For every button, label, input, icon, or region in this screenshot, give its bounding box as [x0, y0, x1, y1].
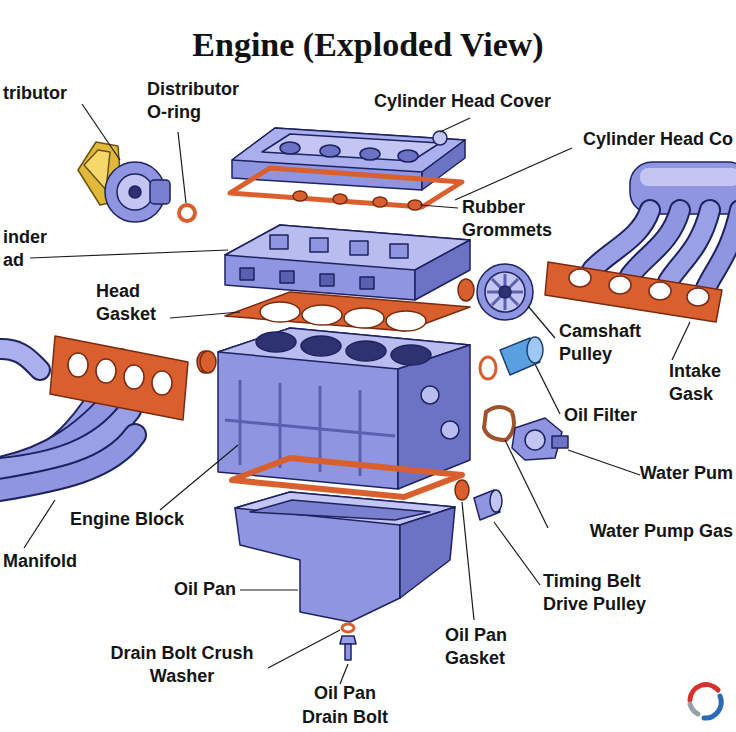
- part-label: Cylinder Head Co: [583, 128, 733, 151]
- part-label: Head Gasket: [96, 280, 166, 327]
- part-label: Oil Pan Drain Bolt: [290, 682, 400, 729]
- part-label: Rubber Grommets: [462, 196, 560, 243]
- part-label: Timing Belt Drive Pulley: [543, 570, 673, 617]
- part-label: inder ad: [3, 226, 53, 273]
- part-label: Manifold: [3, 550, 77, 573]
- part-label: Camshaft Pulley: [559, 320, 654, 367]
- part-label: Drain Bolt Crush Washer: [102, 642, 262, 689]
- part-label: Oil Pan Gasket: [445, 624, 525, 671]
- part-label: Engine Block: [70, 508, 184, 531]
- diagram-title: Engine (Exploded View): [0, 26, 736, 64]
- part-label: Oil Pan: [174, 578, 236, 601]
- part-label: Cylinder Head Cover: [374, 90, 551, 113]
- part-label: Intake Gask: [669, 360, 733, 407]
- part-label: Oil Filter: [564, 404, 637, 427]
- part-label: tributor: [3, 82, 67, 105]
- part-label: Water Pum: [640, 462, 733, 485]
- part-label: Distributor O-ring: [147, 78, 262, 125]
- part-label: Water Pump Gas: [590, 520, 733, 543]
